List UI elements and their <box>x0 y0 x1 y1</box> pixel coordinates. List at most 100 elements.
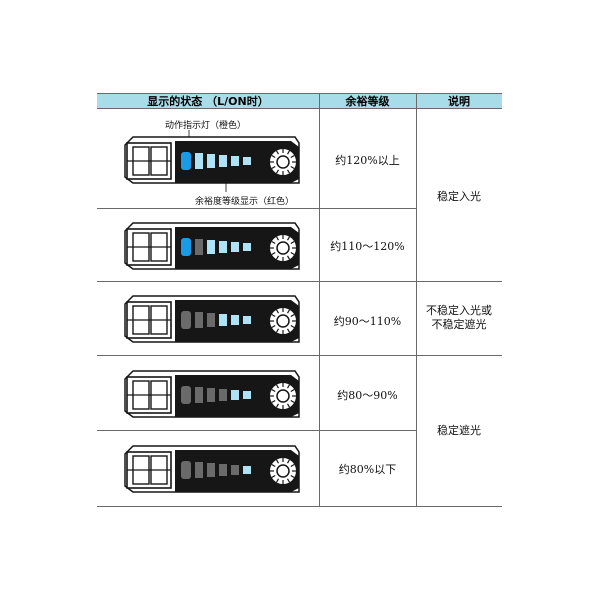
dial-tick <box>271 313 276 318</box>
header-margin-level: 余裕等级 <box>345 95 390 108</box>
dial-tick <box>290 313 295 318</box>
margin-level-segment <box>219 155 227 167</box>
dial-tick <box>271 474 276 479</box>
margin-level-segment <box>231 390 239 400</box>
margin-level-segment <box>207 463 215 477</box>
device-display-row-5 <box>124 445 300 493</box>
margin-level-segment <box>207 154 215 168</box>
dial-tick <box>275 169 280 174</box>
row-divider <box>97 355 502 356</box>
dial-tick <box>290 399 295 404</box>
dial-tick <box>290 240 295 245</box>
action-indicator-led <box>181 386 191 404</box>
margin-level-segment <box>243 157 251 165</box>
dial-center <box>276 241 290 255</box>
dial-tick <box>275 255 280 260</box>
dial-tick <box>275 459 280 464</box>
column-divider <box>416 93 417 507</box>
margin-level-segment <box>195 239 203 255</box>
dial-tick <box>290 165 295 170</box>
dial-tick <box>286 478 291 483</box>
dial-tick <box>290 463 295 468</box>
margin-level-cell: 约80～90% <box>337 389 398 402</box>
margin-display-label: 余裕度等级显示（红色） <box>195 197 295 207</box>
device-display-row-4 <box>124 370 300 418</box>
dial-tick <box>271 240 276 245</box>
margin-level-segment <box>243 466 251 474</box>
action-indicator-led <box>181 238 191 256</box>
margin-level-cell: 约120%以上 <box>335 154 400 167</box>
margin-level-segment <box>219 314 227 326</box>
dial-tick <box>286 169 291 174</box>
dial-tick <box>275 384 280 389</box>
table-bottom-border <box>97 506 502 507</box>
action-indicator-led <box>181 152 191 170</box>
dial-tick <box>271 154 276 159</box>
device-display-row-3 <box>124 295 300 343</box>
device-display-row-2 <box>124 222 300 270</box>
column-divider <box>319 93 320 507</box>
dial-center <box>276 389 290 403</box>
margin-level-cell: 约90～110% <box>333 315 402 328</box>
margin-level-cell: 约110～120% <box>330 240 405 253</box>
dial-tick <box>290 154 295 159</box>
description-stable-on: 稳定入光 <box>437 190 481 203</box>
margin-level-table: 显示的状态 （L/ON时） 余裕等级 说明 动作指示灯（橙色） 余裕度等级显示（… <box>97 93 502 507</box>
margin-level-segment <box>243 243 251 251</box>
header-description: 说明 <box>448 95 470 108</box>
margin-level-segment <box>231 315 239 325</box>
margin-level-segment <box>231 465 239 475</box>
dial-tick <box>271 324 276 329</box>
dial-tick <box>275 403 280 408</box>
margin-level-segment <box>231 156 239 166</box>
header-display-state: 显示的状态 （L/ON时） <box>147 95 269 108</box>
dial-tick <box>271 463 276 468</box>
dial-tick <box>286 236 291 241</box>
dial-tick <box>290 251 295 256</box>
dial-tick <box>275 309 280 314</box>
margin-level-cell: 约80%以下 <box>338 463 397 476</box>
margin-level-segment <box>195 153 203 169</box>
margin-level-segment <box>207 240 215 254</box>
margin-level-segment <box>243 391 251 399</box>
table-header: 显示的状态 （L/ON时） 余裕等级 说明 <box>97 93 502 109</box>
margin-level-segment <box>195 387 203 403</box>
row-divider <box>97 430 416 431</box>
margin-level-segment <box>195 462 203 478</box>
dial-tick <box>290 474 295 479</box>
dial-tick <box>290 388 295 393</box>
margin-level-segment <box>195 312 203 328</box>
dial-tick <box>275 478 280 483</box>
device-display-row-1 <box>124 136 300 184</box>
dial-tick <box>275 328 280 333</box>
description-unstable-line1: 不稳定入光或 <box>426 304 492 317</box>
description-stable-off: 稳定遮光 <box>437 424 481 437</box>
margin-level-segment <box>207 388 215 402</box>
dial-tick <box>290 324 295 329</box>
dial-tick <box>286 384 291 389</box>
dial-tick <box>271 165 276 170</box>
dial-center <box>276 155 290 169</box>
dial-tick <box>286 403 291 408</box>
dial-center <box>276 314 290 328</box>
dial-tick <box>286 309 291 314</box>
dial-tick <box>271 251 276 256</box>
dial-tick <box>286 459 291 464</box>
margin-level-segment <box>219 389 227 401</box>
row-divider <box>97 281 502 282</box>
margin-level-segment <box>219 241 227 253</box>
action-indicator-label: 动作指示灯（橙色） <box>165 121 247 131</box>
dial-tick <box>271 388 276 393</box>
dial-tick <box>286 255 291 260</box>
action-indicator-led <box>181 461 191 479</box>
dial-tick <box>271 399 276 404</box>
description-unstable-line2: 不稳定遮光 <box>431 318 487 331</box>
margin-level-segment <box>207 313 215 327</box>
margin-level-segment <box>219 464 227 476</box>
action-indicator-led <box>181 311 191 329</box>
dial-tick <box>286 328 291 333</box>
dial-tick <box>275 236 280 241</box>
dial-tick <box>275 150 280 155</box>
dial-tick <box>286 150 291 155</box>
dial-center <box>276 464 290 478</box>
